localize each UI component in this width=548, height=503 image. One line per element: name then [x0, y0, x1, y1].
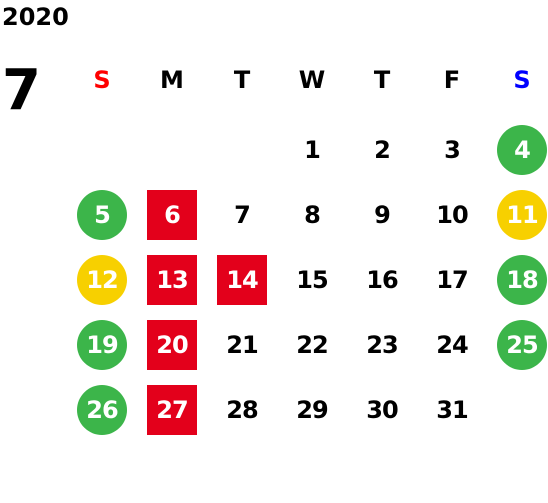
day-cell-24[interactable]: 24: [436, 331, 468, 359]
day-cell-17[interactable]: 17: [436, 266, 468, 294]
day-cell-18[interactable]: 18: [497, 255, 547, 305]
day-cell-26[interactable]: 26: [77, 385, 127, 435]
day-cell-19[interactable]: 19: [77, 320, 127, 370]
year-label: 2020: [2, 3, 69, 31]
day-cell-28[interactable]: 28: [226, 396, 258, 424]
weekday-header: S: [513, 66, 531, 94]
day-cell-2[interactable]: 2: [374, 136, 391, 164]
day-cell-6[interactable]: 6: [147, 190, 197, 240]
day-cell-31[interactable]: 31: [436, 396, 468, 424]
day-cell-27[interactable]: 27: [147, 385, 197, 435]
weekday-header: M: [160, 66, 184, 94]
day-cell-15[interactable]: 15: [296, 266, 328, 294]
month-label: 7: [2, 58, 41, 123]
day-cell-4[interactable]: 4: [497, 125, 547, 175]
day-cell-10[interactable]: 10: [436, 201, 468, 229]
weekday-header: T: [233, 66, 251, 94]
day-cell-3[interactable]: 3: [444, 136, 461, 164]
weekday-header: S: [93, 66, 111, 94]
day-cell-23[interactable]: 23: [366, 331, 398, 359]
day-cell-16[interactable]: 16: [366, 266, 398, 294]
day-cell-20[interactable]: 20: [147, 320, 197, 370]
day-cell-25[interactable]: 25: [497, 320, 547, 370]
weekday-header: T: [373, 66, 391, 94]
weekday-header: W: [298, 66, 326, 94]
weekday-header: F: [443, 66, 461, 94]
day-cell-21[interactable]: 21: [226, 331, 258, 359]
day-cell-1[interactable]: 1: [304, 136, 321, 164]
day-cell-30[interactable]: 30: [366, 396, 398, 424]
day-cell-5[interactable]: 5: [77, 190, 127, 240]
day-cell-8[interactable]: 8: [304, 201, 321, 229]
day-cell-22[interactable]: 22: [296, 331, 328, 359]
day-cell-7[interactable]: 7: [234, 201, 251, 229]
day-cell-11[interactable]: 11: [497, 190, 547, 240]
day-cell-9[interactable]: 9: [374, 201, 391, 229]
day-cell-13[interactable]: 13: [147, 255, 197, 305]
day-cell-29[interactable]: 29: [296, 396, 328, 424]
day-cell-14[interactable]: 14: [217, 255, 267, 305]
day-cell-12[interactable]: 12: [77, 255, 127, 305]
